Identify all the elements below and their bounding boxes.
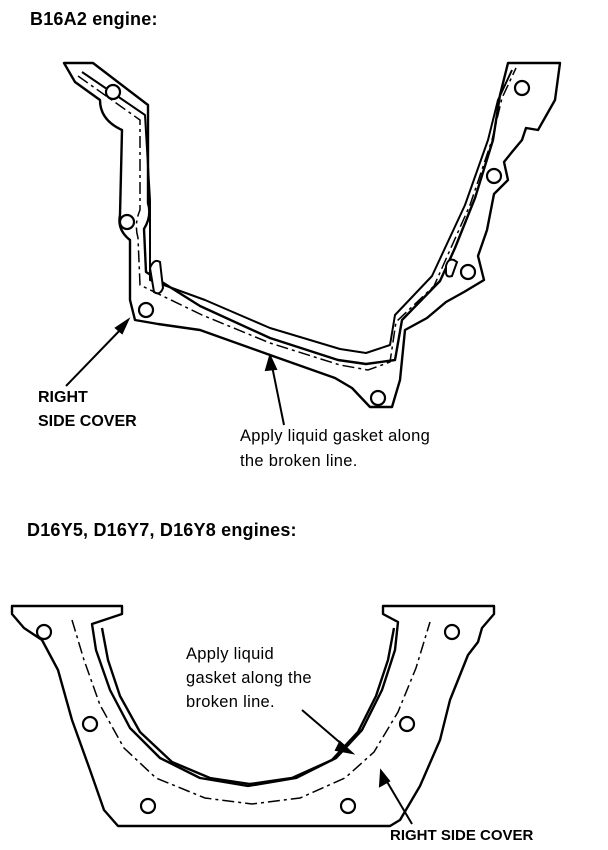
d16y-leader-arrows [301,709,413,825]
b16a2-bolt-hole-5 [459,263,477,281]
b16a2-gasket-broken-line [77,67,517,371]
d16y-gasket-note-line1: Apply liquid [186,645,274,663]
d16y-gasket-note-line2: gasket along the [186,669,312,687]
d16y-gasket-note-leader-line [301,709,345,747]
b16a2-slots [148,258,459,295]
d16y-cover-inner-outline [100,627,396,786]
b16a2-bolt-hole-3 [137,301,155,319]
d16y-cover-outer-outline [10,604,496,828]
d16y-bolt-hole-4 [339,797,357,815]
d16y-bolt-hole-3 [139,797,157,815]
right-side-cover-leader-line [65,325,125,387]
d16y-right-side-cover-arrowhead [378,768,391,788]
d16y-gasket-note-arrowhead [334,740,356,755]
b16a2-gasket-note-line2: the broken line. [240,452,358,470]
d16y-gasket-broken-line [71,619,431,805]
d16y-right-side-cover [10,604,496,828]
d16y-right-side-cover-leader-line [385,779,413,825]
b16a2-part-label-line1: RIGHT [38,389,88,406]
b16a2-bolt-hole-2 [118,213,136,231]
gasket-note-leader-line [271,365,285,426]
b16a2-gasket-note-line1: Apply liquid gasket along [240,427,431,445]
d16y-part-label: RIGHT SIDE COVER [390,827,534,844]
b16a2-bolt-hole-6 [485,167,503,185]
d16y-bolt-hole-1 [35,623,53,641]
gasket-note-arrowhead [264,353,278,372]
b16a2-cover-inner-outline [81,69,513,354]
b16a2-slot-right [445,258,459,278]
b16a2-slot-left [148,259,165,295]
b16a2-part-label-line2: SIDE COVER [38,413,137,430]
d16y-bolt-hole-5 [398,715,416,733]
b16a2-leader-arrows [65,317,285,426]
d16y-bolt-hole-2 [81,715,99,733]
d16y-gasket-note-line3: broken line. [186,693,275,711]
b16a2-bolt-holes [104,79,531,407]
b16a2-bolt-hole-1 [104,83,122,101]
b16a2-cover-outer-outline [62,61,562,409]
b16a2-title: B16A2 engine: [30,9,158,29]
b16a2-bolt-hole-7 [513,79,531,97]
d16y-bolt-holes [35,623,461,815]
right-side-cover-arrowhead [114,317,131,335]
d16y-title: D16Y5, D16Y7, D16Y8 engines: [27,520,297,540]
d16y-bolt-hole-6 [443,623,461,641]
b16a2-bolt-hole-4 [369,389,387,407]
b16a2-right-side-cover [62,61,562,409]
